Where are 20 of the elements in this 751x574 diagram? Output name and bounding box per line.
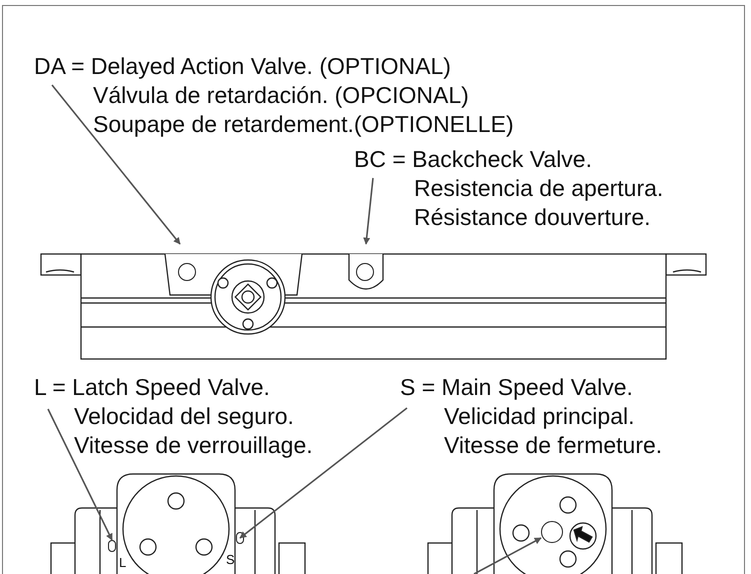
- callout-text: BC = Backcheck Valve.: [354, 145, 592, 174]
- callout-text: L = Latch Speed Valve.: [34, 373, 270, 402]
- leader-line: [363, 178, 374, 245]
- valve-letter: L: [119, 556, 126, 570]
- callout-text: Resistencia de apertura.: [414, 174, 664, 203]
- callout-text: Vitesse de fermeture.: [444, 431, 662, 460]
- leader-line: [239, 407, 408, 539]
- valve-letter: S: [226, 553, 235, 567]
- valve-part: [108, 540, 116, 552]
- leader-line: [51, 84, 181, 245]
- callout-text: Soupape de retardement.(OPTIONELLE): [93, 110, 514, 139]
- callout-text: S = Main Speed Valve.: [400, 373, 633, 402]
- callout-text: Válvula de retardación. (OPCIONAL): [93, 81, 469, 110]
- callout-text: Velicidad principal.: [444, 402, 635, 431]
- callout-text: Résistance douverture.: [414, 203, 651, 232]
- leader-line: [47, 408, 113, 541]
- callout-text: Vitesse de verrouillage.: [74, 431, 313, 460]
- leader-line: [474, 537, 542, 574]
- callout-text: Velocidad del seguro.: [74, 402, 294, 431]
- callout-text: DA = Delayed Action Valve. (OPTIONAL): [34, 52, 451, 81]
